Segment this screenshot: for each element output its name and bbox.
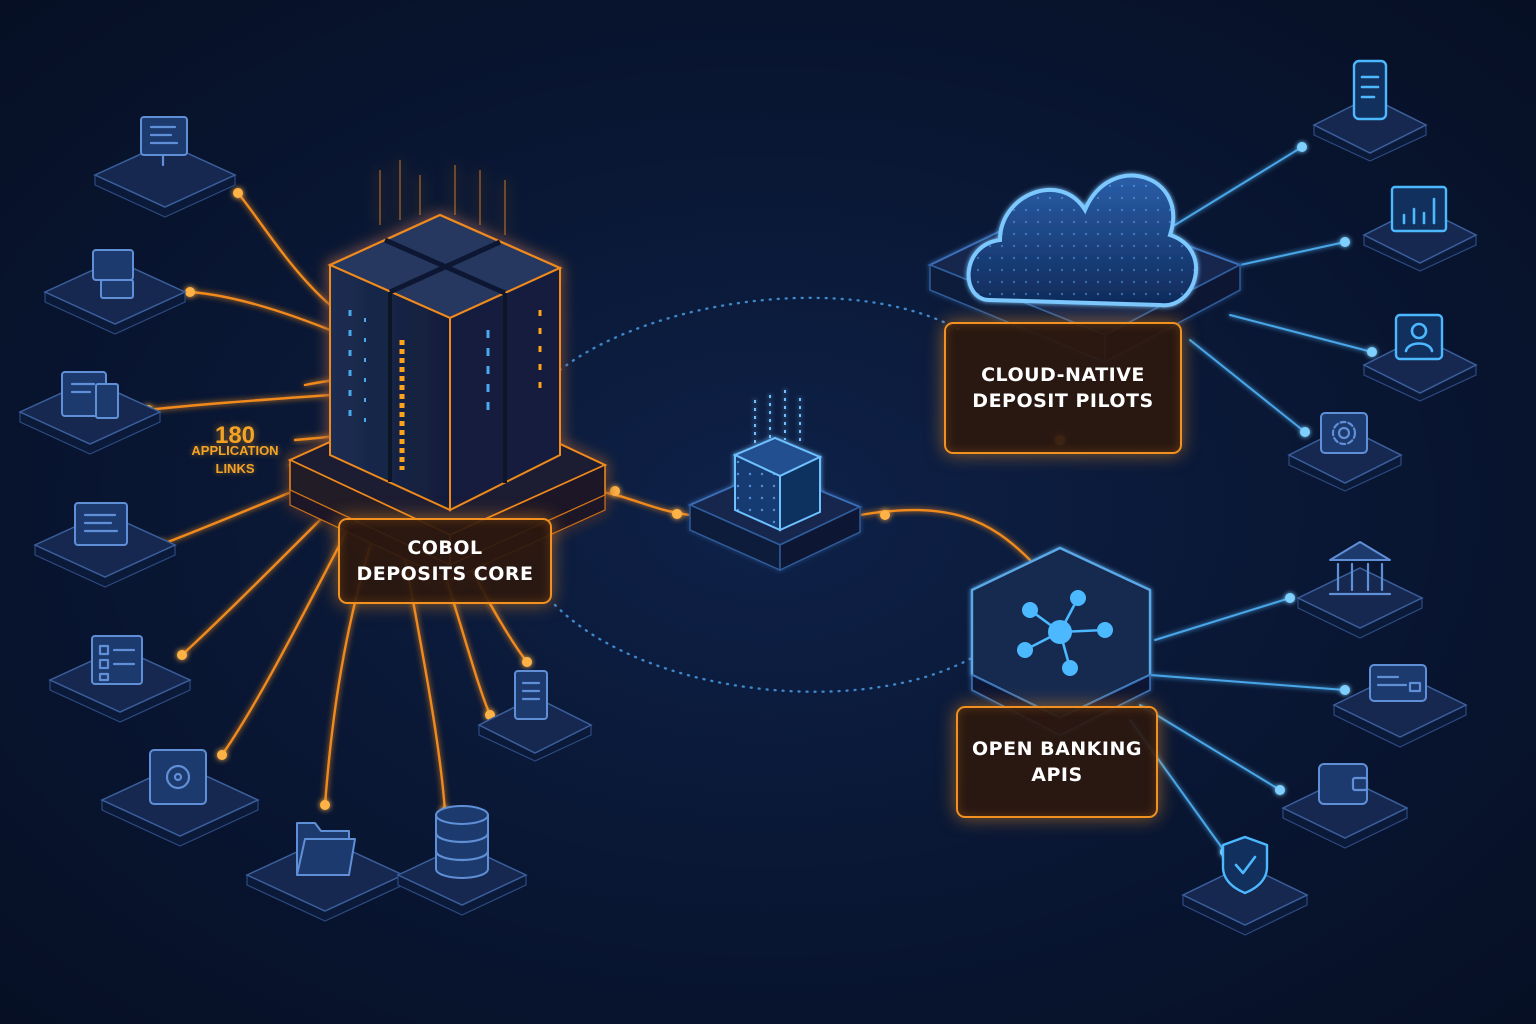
shield-check-icon bbox=[1221, 835, 1269, 895]
legacy-node-form bbox=[48, 635, 192, 723]
cobol-core-label: COBOL DEPOSITS CORE bbox=[338, 518, 552, 604]
wallet-icon bbox=[1318, 763, 1369, 805]
screen-list-icon bbox=[74, 502, 128, 546]
gear-icon bbox=[1320, 412, 1368, 454]
cloud-node-chart bbox=[1362, 185, 1478, 272]
terminal-icon bbox=[92, 249, 134, 299]
mobile-phone-icon bbox=[1352, 59, 1388, 121]
api-node-card bbox=[1332, 664, 1468, 748]
cloud-links bbox=[1174, 142, 1377, 437]
network-icon bbox=[1017, 590, 1113, 676]
bar-chart-icon bbox=[1390, 185, 1448, 233]
open-banking-hub bbox=[970, 546, 1152, 736]
cloud-node-gear bbox=[1287, 412, 1403, 492]
printer-icon bbox=[61, 371, 119, 419]
legacy-node-screen-list bbox=[33, 502, 177, 588]
bank-icon bbox=[1328, 541, 1392, 596]
api-node-bank bbox=[1296, 541, 1424, 639]
legacy-node-printer bbox=[18, 371, 162, 455]
api-node-wallet bbox=[1281, 763, 1409, 849]
legacy-node-monitor bbox=[93, 116, 237, 218]
cloud-node-user bbox=[1362, 313, 1478, 402]
cloud-icon bbox=[966, 173, 1198, 308]
safe-icon bbox=[149, 749, 207, 805]
credit-card-icon bbox=[1369, 664, 1427, 702]
server-lights bbox=[348, 310, 542, 470]
api-node-shield bbox=[1181, 835, 1309, 936]
application-links-count: 180 bbox=[214, 422, 256, 449]
document-server-icon bbox=[514, 670, 548, 720]
legacy-node-safe bbox=[100, 749, 260, 847]
cloud-pilots-label: CLOUD-NATIVE DEPOSIT PILOTS bbox=[944, 322, 1182, 454]
dotted-link-bottom bbox=[553, 603, 987, 693]
open-banking-label: OPEN BANKING APIS bbox=[956, 706, 1158, 818]
cloud-node-mobile bbox=[1312, 59, 1428, 162]
integration-hub bbox=[687, 390, 863, 572]
user-profile-icon bbox=[1394, 313, 1444, 361]
legacy-node-terminal bbox=[43, 249, 187, 335]
legacy-node-document-server bbox=[477, 670, 593, 762]
folder-icon bbox=[296, 822, 356, 876]
dotted-link-top bbox=[558, 296, 962, 372]
cobol-core-mainframe bbox=[287, 160, 608, 581]
hub-to-api-link bbox=[858, 508, 1032, 562]
application-links-label: APPLICATION LINKS bbox=[191, 443, 279, 476]
legacy-node-folder bbox=[245, 822, 405, 922]
form-icon bbox=[91, 635, 143, 685]
legacy-node-database bbox=[396, 805, 528, 916]
database-icon bbox=[434, 805, 490, 879]
monitor-icon bbox=[140, 116, 188, 167]
